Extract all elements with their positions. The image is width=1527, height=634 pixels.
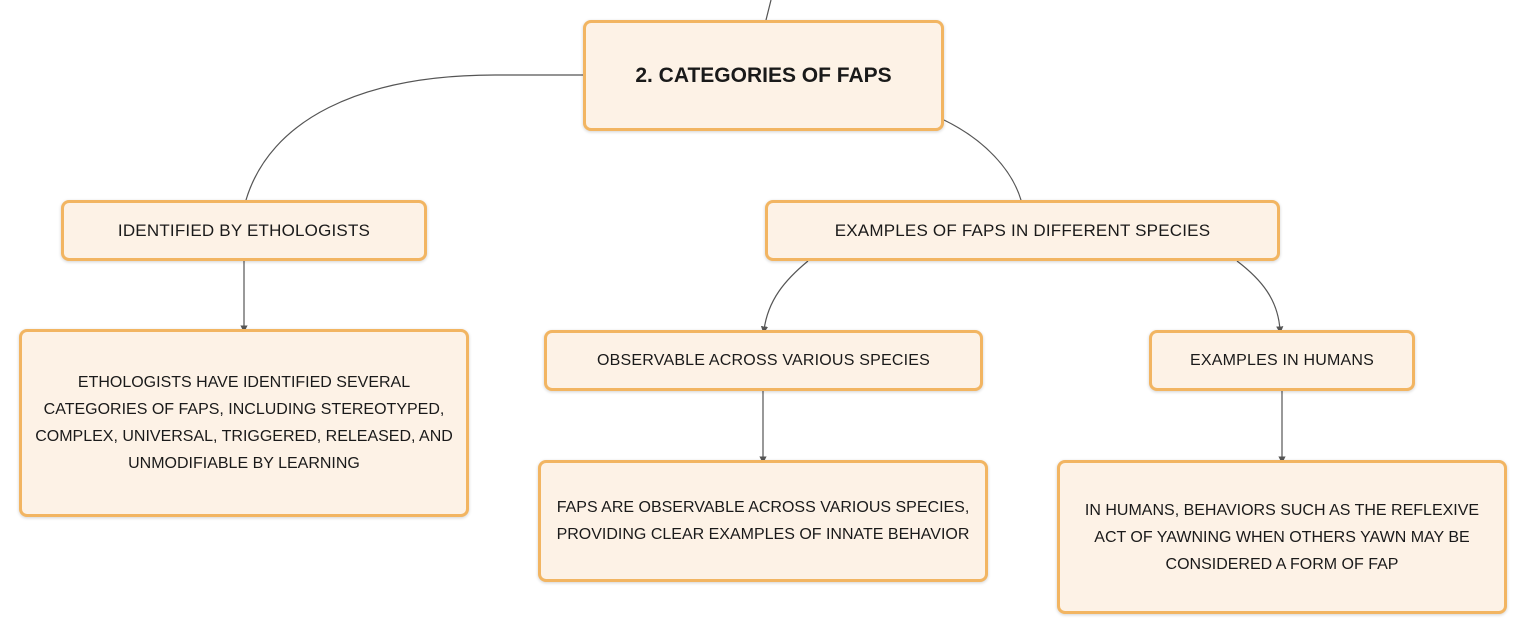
node-label: EXAMPLES IN HUMANS (1189, 351, 1375, 369)
connector-root-to-examples (943, 119, 1022, 201)
node-label: IDENTIFIED BY ETHOLOGISTS (117, 220, 371, 240)
node-humans-detail[interactable]: IN HUMANS, BEHAVIORS SUCH AS THE REFLEXI… (1057, 460, 1507, 614)
root-node[interactable]: 2. CATEGORIES OF FAPS (583, 20, 944, 131)
node-examples-of-faps[interactable]: EXAMPLES OF FAPS IN DIFFERENT SPECIES (765, 200, 1280, 261)
node-label: EXAMPLES OF FAPS IN DIFFERENT SPECIES (834, 220, 1211, 240)
connector-parent-to-root (765, 0, 772, 21)
node-detail-text: ETHOLOGISTS HAVE IDENTIFIED SEVERAL CATE… (35, 374, 453, 472)
node-identified-by-ethologists[interactable]: IDENTIFIED BY ETHOLOGISTS (61, 200, 427, 261)
connector-root-to-ethologists (245, 74, 583, 201)
connector-examples-to-humans (1236, 260, 1284, 334)
connector-examples-to-observable (760, 260, 809, 334)
node-ethologists-detail[interactable]: ETHOLOGISTS HAVE IDENTIFIED SEVERAL CATE… (19, 329, 469, 517)
root-node-label: 2. CATEGORIES OF FAPS (635, 63, 892, 87)
node-observable-detail[interactable]: FAPS ARE OBSERVABLE ACROSS VARIOUS SPECI… (538, 460, 988, 582)
node-label: OBSERVABLE ACROSS VARIOUS SPECIES (597, 351, 930, 369)
node-detail-text: IN HUMANS, BEHAVIORS SUCH AS THE REFLEXI… (1084, 501, 1480, 573)
node-detail-text: FAPS ARE OBSERVABLE ACROSS VARIOUS SPECI… (556, 499, 970, 543)
node-observable-across-species[interactable]: OBSERVABLE ACROSS VARIOUS SPECIES (544, 330, 983, 391)
node-examples-in-humans[interactable]: EXAMPLES IN HUMANS (1149, 330, 1415, 391)
